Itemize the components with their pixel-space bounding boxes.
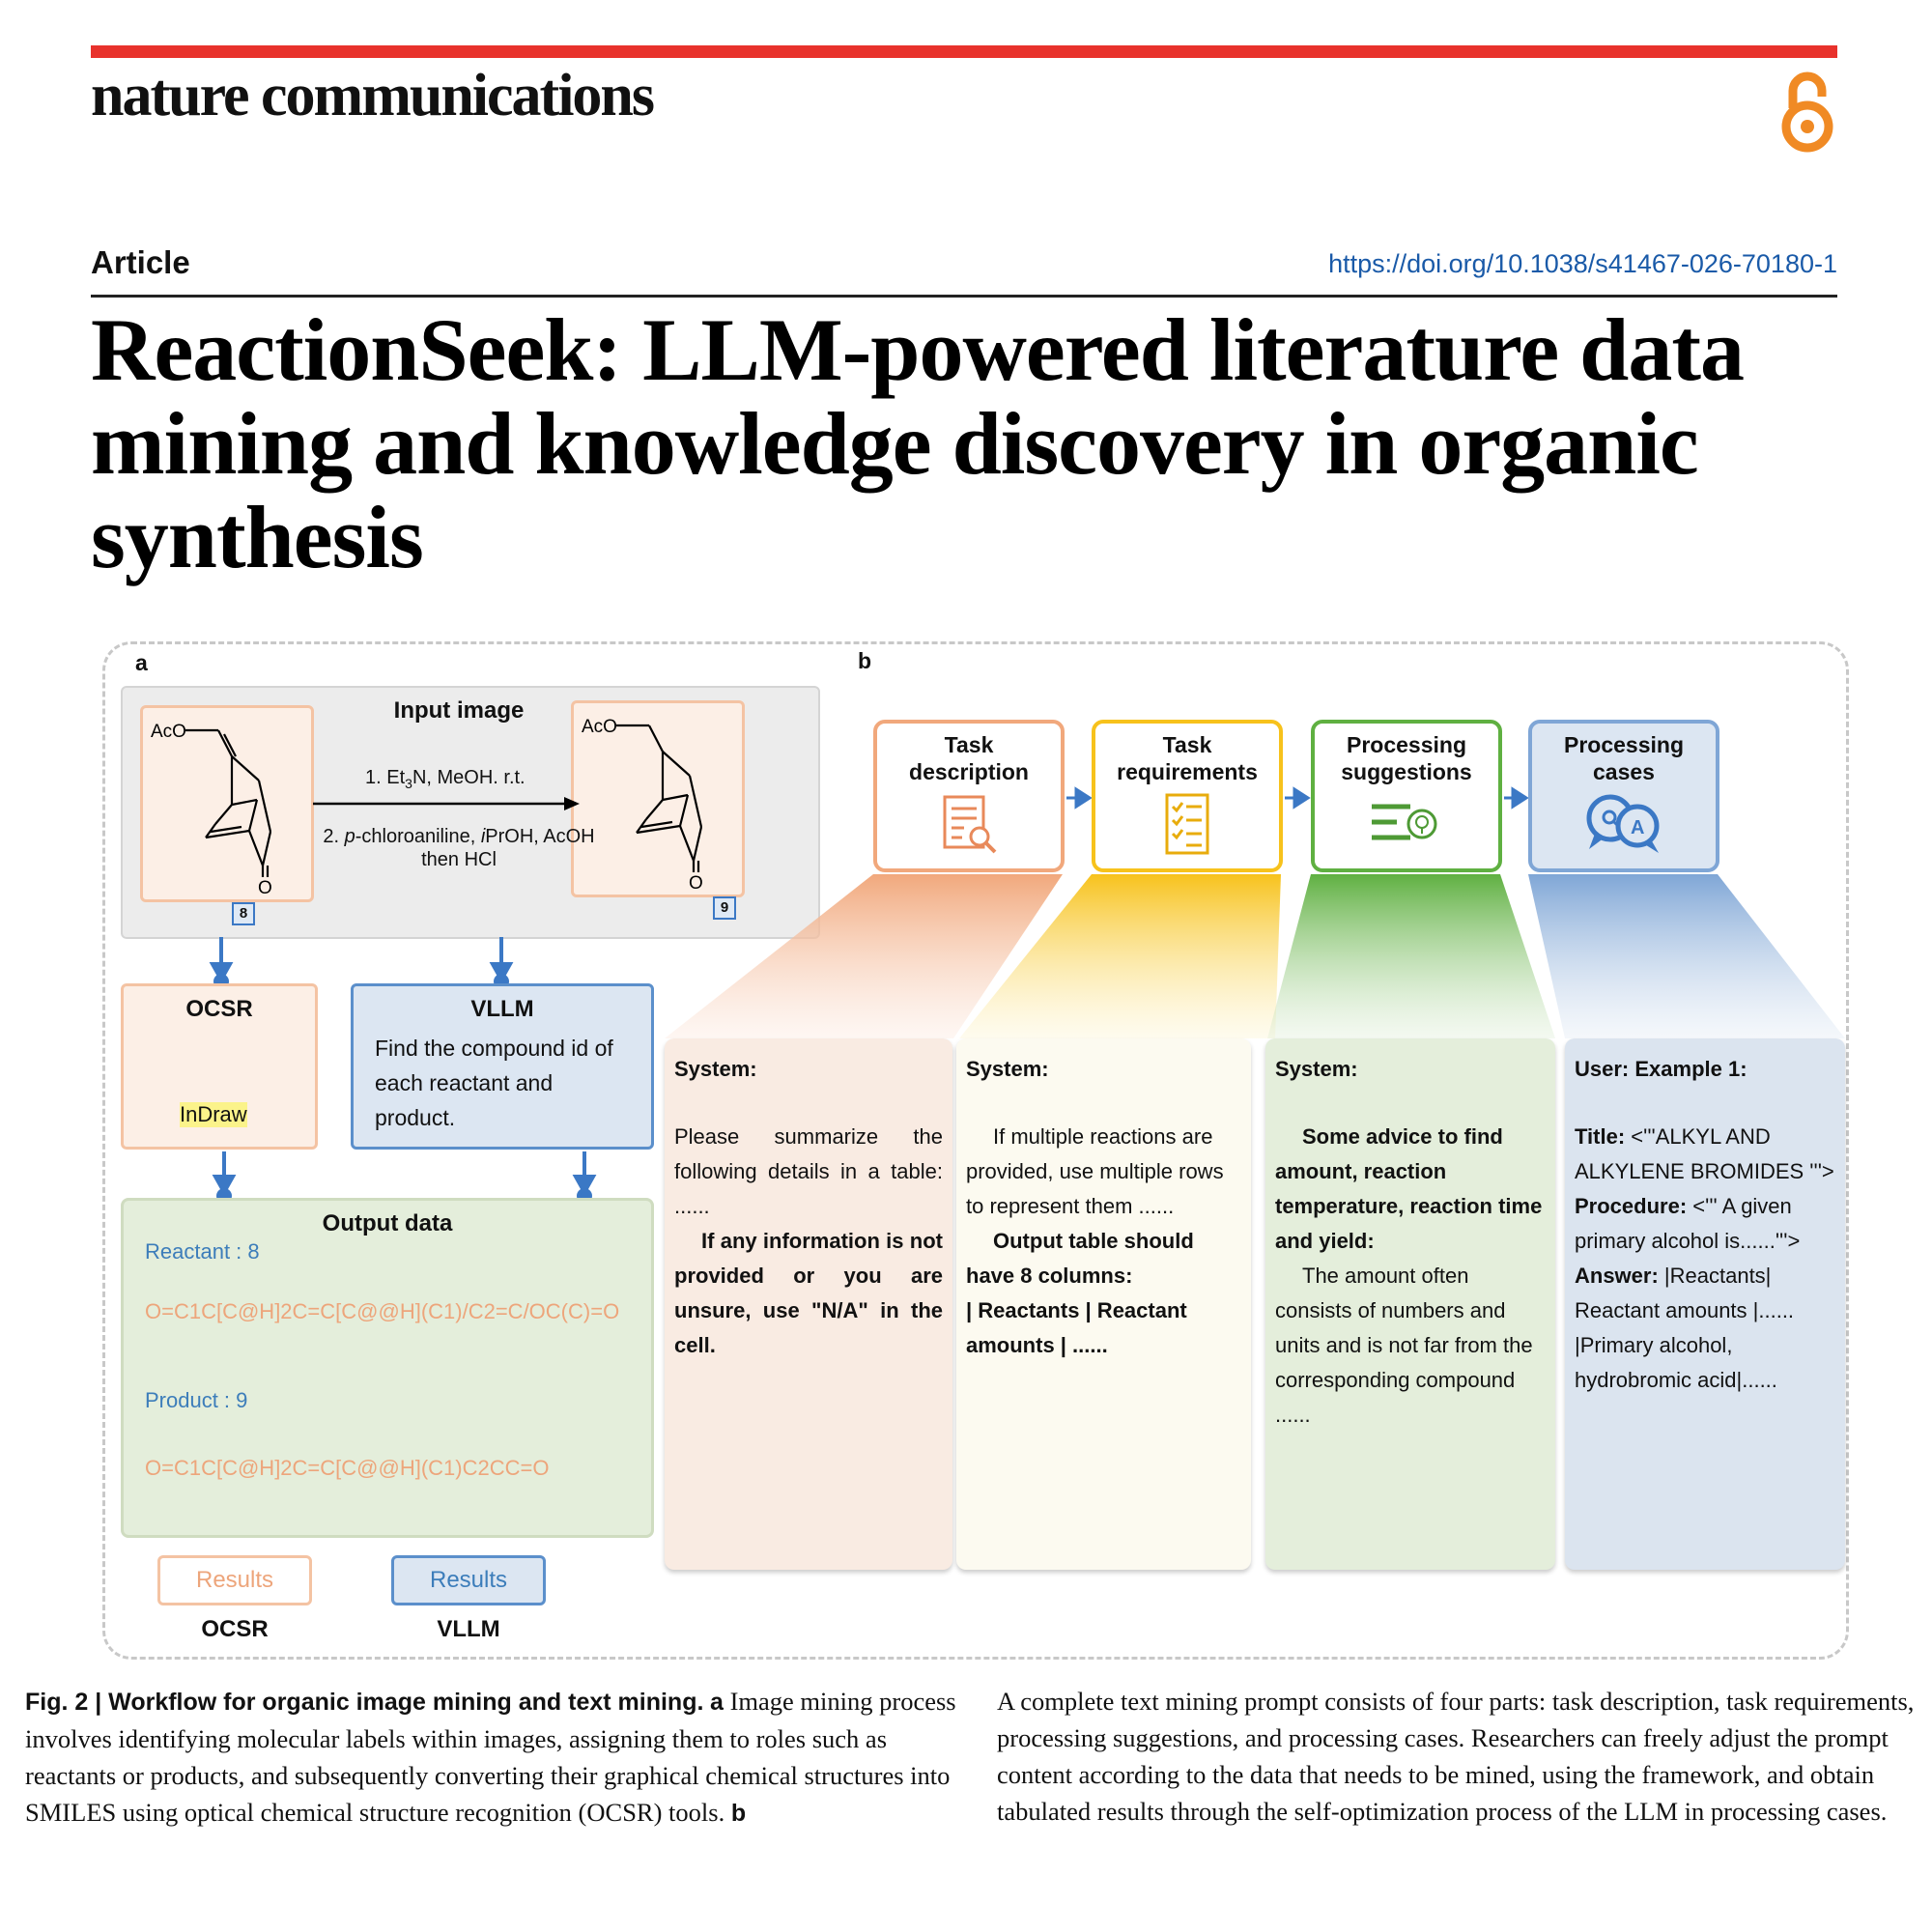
vllm-title: VLLM	[470, 996, 534, 1022]
panel-b-label: b	[858, 648, 872, 673]
vllm-results-caption: VLLM	[437, 1616, 500, 1642]
doi-link[interactable]: https://doi.org/10.1038/s41467-026-70180…	[1328, 249, 1837, 278]
reactant-o-label: O	[258, 878, 272, 898]
lightbulb-list-icon	[1372, 804, 1437, 840]
ocsr-results-caption: OCSR	[201, 1616, 269, 1642]
compound-id-9: 9	[713, 896, 736, 920]
brand-bar	[91, 45, 1837, 58]
ocsr-tool-label: InDraw	[180, 1102, 247, 1127]
reactant-aco-label: AcO	[151, 722, 186, 742]
figure-caption-left: Fig. 2 | Workflow for organic image mini…	[25, 1687, 956, 1827]
article-type: Article	[91, 244, 190, 280]
tab-processing-suggestions: Processing suggestions	[1311, 720, 1502, 872]
product-smiles: O=C1C[C@H]2C=C[C@@H](C1)C2CC=O	[145, 1456, 550, 1480]
panel-a-label: a	[135, 650, 148, 675]
figure-caption-right: A complete text mining prompt consists o…	[997, 1687, 1915, 1826]
processing-suggestions-panel: System: Some advice to find amount, reac…	[1265, 1038, 1555, 1570]
tab-task-description: Task description	[873, 720, 1065, 872]
tab-task-requirements: Task requirements	[1092, 720, 1283, 872]
vllm-results-button[interactable]: Results	[391, 1555, 546, 1605]
processing-cases-panel: User: Example 1: Title: <'''ALKYL AND AL…	[1565, 1038, 1845, 1570]
input-image-title: Input image	[393, 697, 525, 724]
product-label: Product : 9	[145, 1388, 248, 1412]
ocsr-results-button[interactable]: Results	[157, 1555, 312, 1605]
document-search-icon	[943, 795, 997, 854]
reaction-arrow	[313, 797, 580, 810]
svg-text:A: A	[1631, 817, 1644, 838]
task-requirements-panel: System: If multiple reactions are provid…	[956, 1038, 1251, 1570]
reactant-smiles: O=C1C[C@H]2C=C[C@@H](C1)/C2=C/OC(C)=O	[145, 1299, 620, 1323]
task-description-panel: System: Please summarize the following d…	[665, 1038, 952, 1570]
header-rule	[91, 295, 1837, 298]
qa-chat-icon: A	[1586, 794, 1660, 853]
reaction-step-1: 1. Et3N, MeOH. r.t.	[365, 767, 526, 791]
vllm-instruction: Find the compound id of each reactant an…	[375, 1036, 613, 1130]
vllm-box: VLLM Find the compound id of each reacta…	[351, 983, 654, 1150]
reactant-label: Reactant : 8	[145, 1239, 260, 1264]
reactant-structure: AcO O	[140, 705, 314, 902]
ocsr-box: OCSR InDraw	[121, 983, 318, 1150]
ocsr-title: OCSR	[185, 996, 253, 1022]
output-data-box: Output data Reactant : 8 O=C1C[C@H]2C=C[…	[121, 1198, 654, 1538]
product-aco-label: AcO	[582, 717, 617, 737]
figure-frame	[102, 641, 1849, 1660]
tab-processing-cases: Processing cases A	[1528, 720, 1719, 872]
article-title: ReactionSeek: LLM-powered literature dat…	[91, 300, 1745, 586]
reactant-molecule-icon: AcO O	[151, 722, 272, 898]
compound-id-8: 8	[232, 902, 255, 925]
product-structure: AcO O	[571, 700, 745, 897]
open-access-icon	[1781, 71, 1833, 153]
output-title: Output data	[322, 1210, 453, 1236]
product-o-label: O	[689, 873, 703, 894]
journal-name: nature communications	[91, 63, 655, 128]
checklist-icon	[1165, 793, 1209, 855]
